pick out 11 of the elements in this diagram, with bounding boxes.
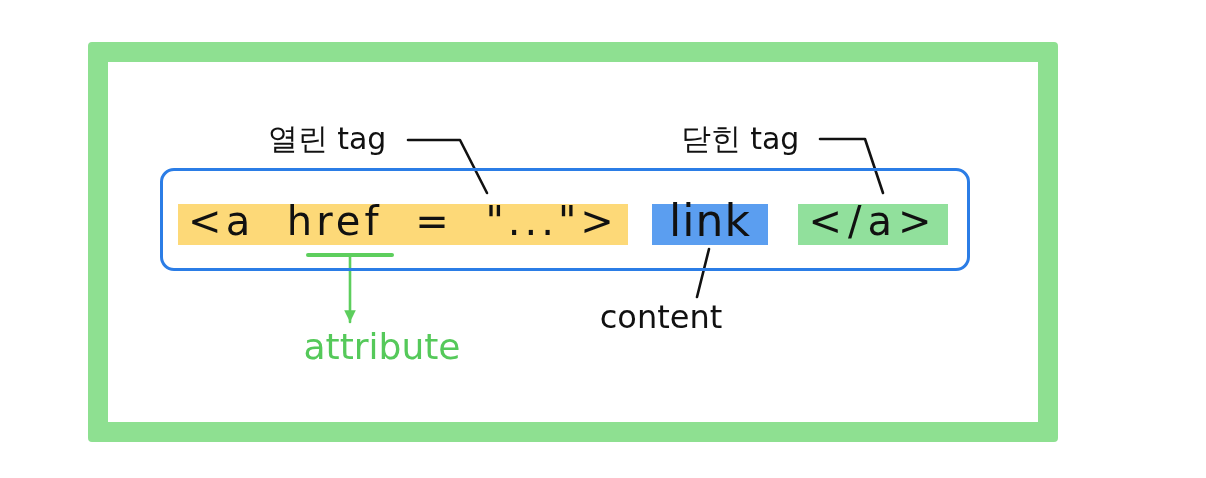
leader-line	[695, 247, 711, 299]
outer-frame	[88, 42, 1058, 442]
arrow	[344, 255, 356, 324]
callout-label: attribute	[290, 322, 474, 372]
leader-line	[818, 137, 885, 195]
callout-label: 열린 tag	[246, 116, 408, 160]
callout-label: content	[588, 297, 734, 339]
callout-label: 닫힌 tag	[660, 116, 820, 160]
leader-line	[406, 138, 489, 195]
code-box	[160, 168, 970, 271]
underline-bar	[306, 253, 394, 257]
